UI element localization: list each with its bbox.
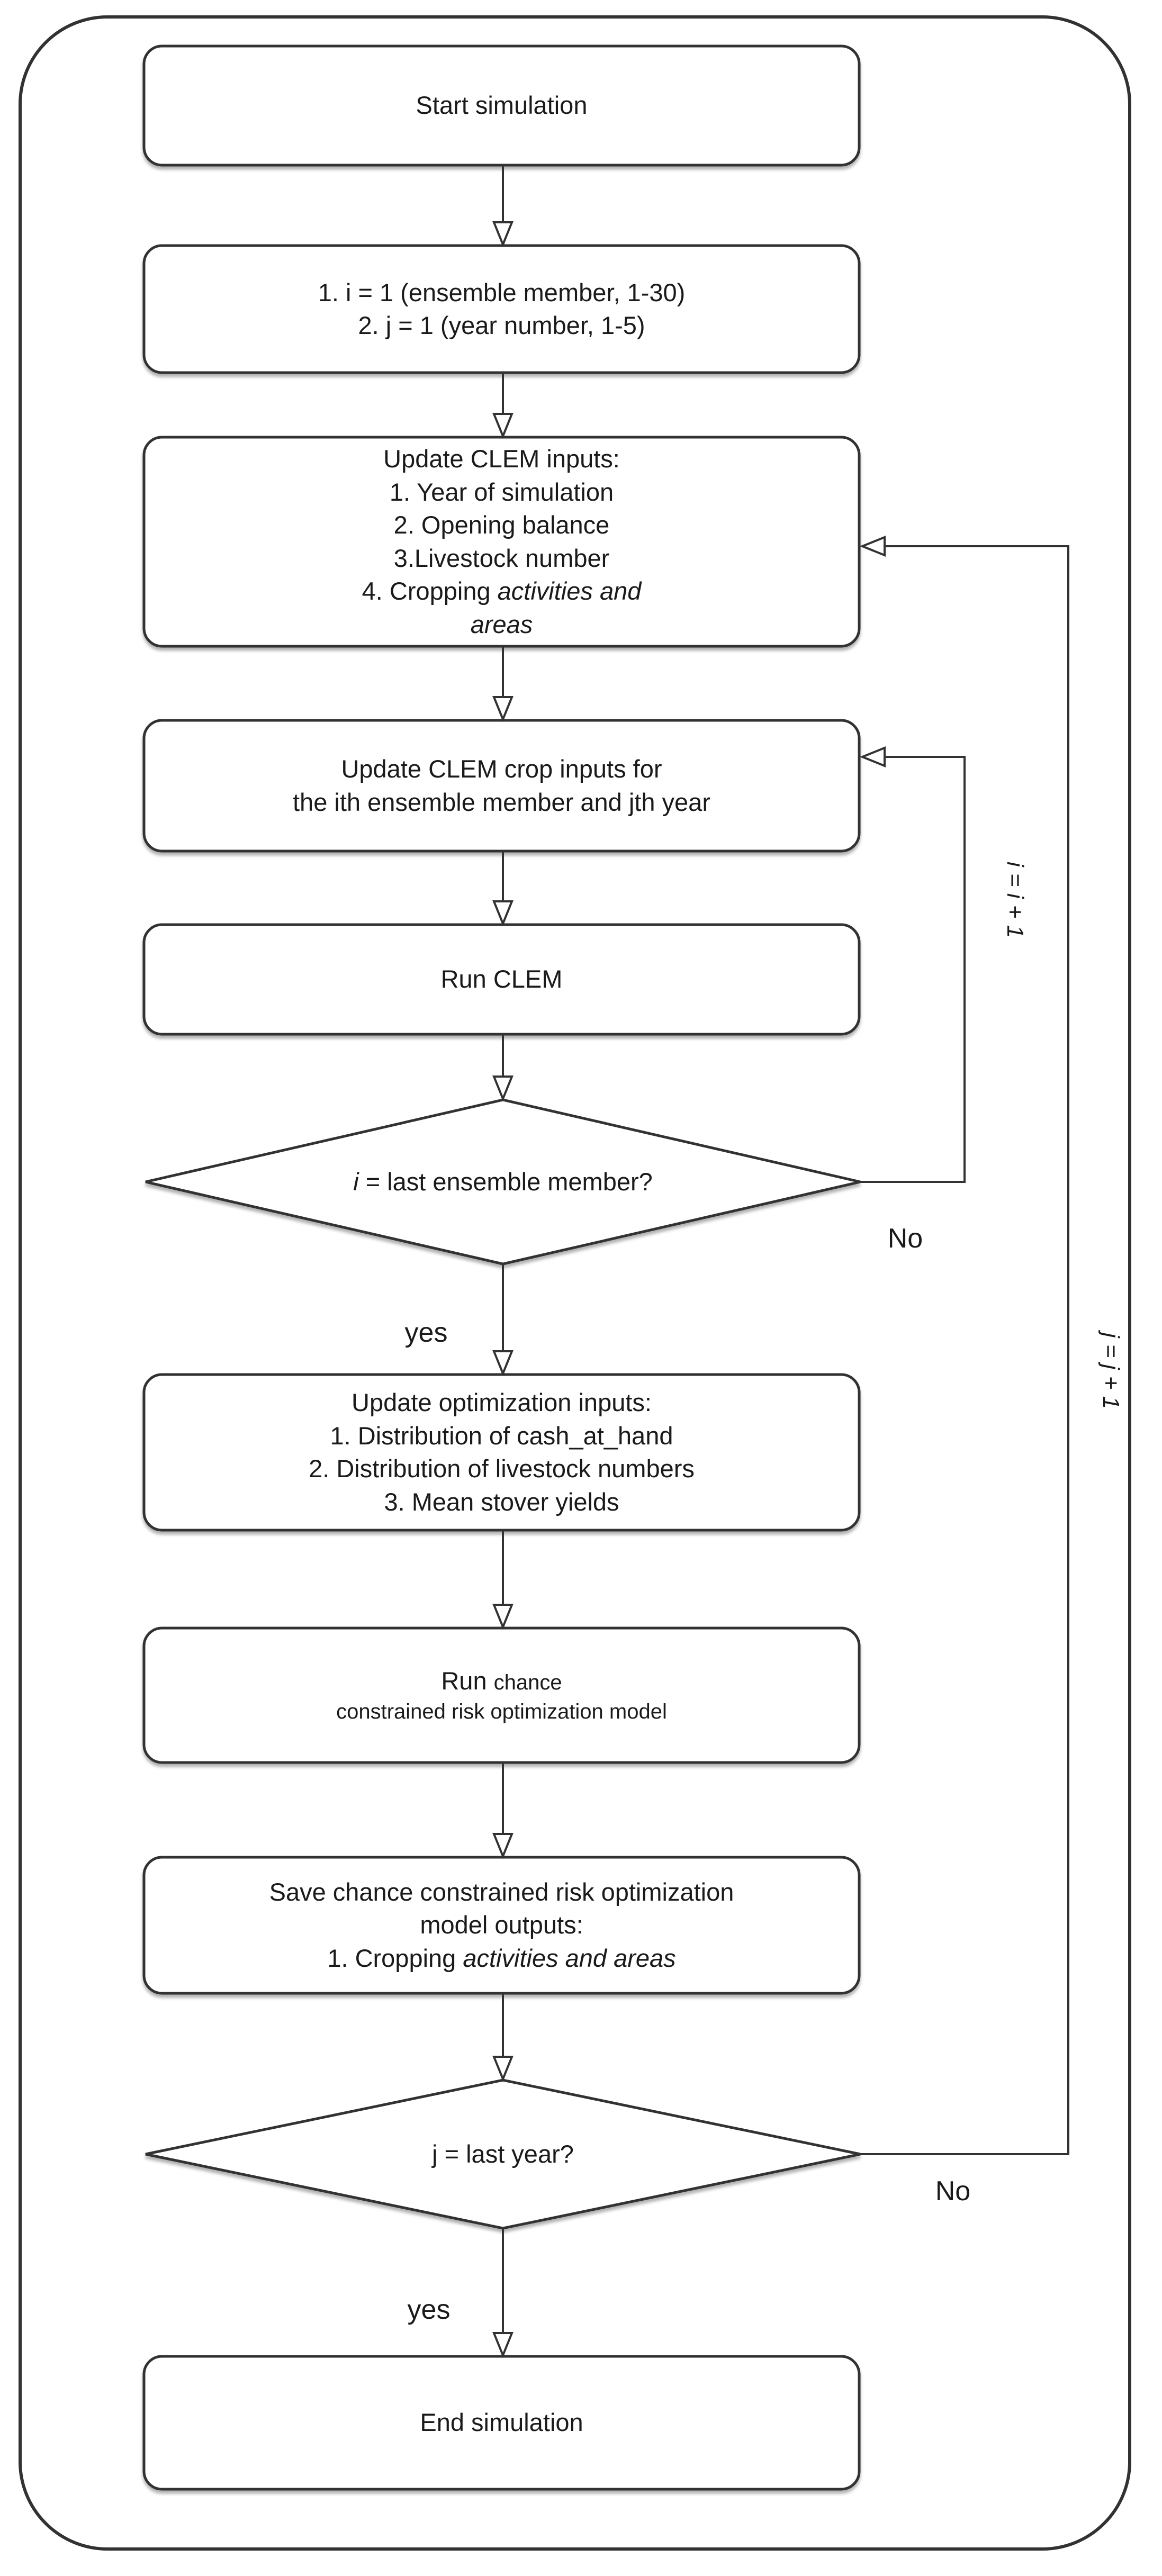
update-clem-inputs-line-5-prefix: 4. Cropping bbox=[362, 577, 498, 605]
run-clem-label: Run CLEM bbox=[440, 965, 563, 993]
arrowhead-start-init bbox=[492, 221, 514, 248]
update-opt-inputs-line-2: 1. Distribution of cash_at_hand bbox=[330, 1421, 673, 1450]
arrowhead-updcrop-runclem bbox=[492, 900, 514, 927]
save-outputs-box-shape bbox=[142, 1856, 861, 1995]
update-clem-inputs-line-6: areas bbox=[470, 610, 533, 638]
arrowhead-save-decisionj bbox=[492, 2056, 514, 2082]
arrowhead-decisionj-end bbox=[492, 2332, 514, 2358]
save-outputs-node: Save chance constrained risk optimizatio… bbox=[144, 1857, 859, 1993]
outer-border bbox=[19, 15, 1131, 2551]
arrowhead-j-loop bbox=[859, 536, 886, 557]
run-model-box-shape bbox=[142, 1626, 861, 1764]
arrowhead-updopt-runmodel bbox=[492, 1604, 514, 1630]
decision-j-no-text: No bbox=[935, 2176, 971, 2207]
decision-j-no-label: No bbox=[900, 2170, 1006, 2212]
save-outputs-line-3: 1. Cropping activities and areas bbox=[327, 1942, 675, 1975]
arrowhead-runmodel-save bbox=[492, 1833, 514, 1859]
save-outputs-line-3-prefix: 1. Cropping bbox=[327, 1944, 463, 1972]
start-node-label: Start simulation bbox=[416, 91, 588, 120]
init-line-2: 2. j = 1 (year number, 1-5) bbox=[358, 311, 645, 339]
decision-i-variable: i bbox=[353, 1167, 359, 1196]
arrowhead-i-loop bbox=[859, 746, 886, 767]
update-opt-inputs-node: Update optimization inputs: 1. Distribut… bbox=[144, 1375, 859, 1530]
end-box-shape bbox=[142, 2355, 861, 2491]
update-crop-inputs-box-shape bbox=[142, 719, 861, 853]
run-model-line-1-suffix: chance bbox=[493, 1671, 562, 1695]
update-crop-inputs-line-2: the ith ensemble member and jth year bbox=[293, 788, 710, 816]
update-clem-inputs-node: Update CLEM inputs: 1. Year of simulatio… bbox=[144, 437, 859, 646]
init-line-1: 1. i = 1 (ensemble member, 1-30) bbox=[318, 278, 686, 306]
start-box-shape bbox=[142, 44, 861, 167]
arrowhead-updclem-updcrop bbox=[492, 696, 514, 722]
update-clem-inputs-line-4: 3.Livestock number bbox=[393, 544, 610, 572]
decision-j-yes-label: yes bbox=[368, 2289, 490, 2331]
i-loop-line bbox=[860, 756, 966, 1183]
start-node: Start simulation bbox=[144, 46, 859, 165]
run-clem-box-shape bbox=[142, 923, 861, 1036]
decision-j-yes-text: yes bbox=[407, 2294, 451, 2325]
init-box-shape bbox=[142, 244, 861, 374]
i-loop-label: i = i + 1 bbox=[957, 842, 1073, 958]
update-opt-inputs-line-3: 2. Distribution of livestock numbers bbox=[309, 1454, 695, 1483]
end-node: End simulation bbox=[144, 2356, 859, 2489]
j-loop-text: j = j + 1 bbox=[1098, 1332, 1124, 1409]
run-model-line-1-prefix: Run bbox=[441, 1667, 494, 1695]
update-opt-inputs-line-1: Update optimization inputs: bbox=[352, 1388, 652, 1416]
update-opt-inputs-box-shape bbox=[142, 1373, 861, 1532]
run-clem-node: Run CLEM bbox=[144, 925, 859, 1034]
update-crop-inputs-node: Update CLEM crop inputs for the ith ense… bbox=[144, 720, 859, 851]
update-clem-inputs-line-3: 2. Opening balance bbox=[393, 511, 610, 539]
update-crop-inputs-line-1: Update CLEM crop inputs for bbox=[341, 755, 662, 783]
save-outputs-line-2: model outputs: bbox=[420, 1911, 583, 1939]
j-loop-label: j = j + 1 bbox=[1052, 1313, 1162, 1429]
arrowhead-decisioni-updopt bbox=[492, 1350, 514, 1377]
update-clem-inputs-line-5: 4. Cropping activities and bbox=[362, 575, 642, 608]
decision-j-node: j = last year? bbox=[197, 2100, 809, 2209]
end-node-label: End simulation bbox=[420, 2408, 583, 2437]
decision-j-label: j = last year? bbox=[432, 2139, 574, 2168]
decision-i-no-label: No bbox=[863, 1217, 948, 1260]
arrowhead-runclem-decisioni bbox=[492, 1075, 514, 1102]
decision-i-no-text: No bbox=[887, 1223, 923, 1254]
decision-i-rest: = last ensemble member? bbox=[358, 1167, 653, 1196]
decision-i-text: i = last ensemble member? bbox=[353, 1165, 653, 1199]
decision-i-node: i = last ensemble member? bbox=[197, 1127, 809, 1236]
update-clem-inputs-line-5-italic: activities and bbox=[497, 577, 642, 605]
update-opt-inputs-line-4: 3. Mean stover yields bbox=[384, 1487, 619, 1516]
save-outputs-line-1: Save chance constrained risk optimizatio… bbox=[269, 1877, 734, 1906]
j-loop-line bbox=[860, 545, 1069, 2155]
init-node: 1. i = 1 (ensemble member, 1-30) 2. j = … bbox=[144, 246, 859, 373]
i-loop-text: i = i + 1 bbox=[1002, 861, 1028, 938]
update-clem-inputs-box-shape bbox=[142, 436, 861, 648]
update-clem-inputs-line-1: Update CLEM inputs: bbox=[383, 445, 620, 473]
save-outputs-line-3-italic: activities and areas bbox=[463, 1944, 676, 1972]
arrowhead-init-updclem bbox=[492, 413, 514, 439]
run-model-line-2: constrained risk optimization model bbox=[336, 1700, 667, 1723]
run-model-node: Run chance constrained risk optimization… bbox=[144, 1628, 859, 1762]
decision-i-yes-text: yes bbox=[404, 1317, 448, 1348]
update-clem-inputs-line-2: 1. Year of simulation bbox=[389, 477, 614, 506]
run-model-line-1: Run chance bbox=[441, 1665, 562, 1698]
decision-i-yes-label: yes bbox=[365, 1312, 487, 1354]
